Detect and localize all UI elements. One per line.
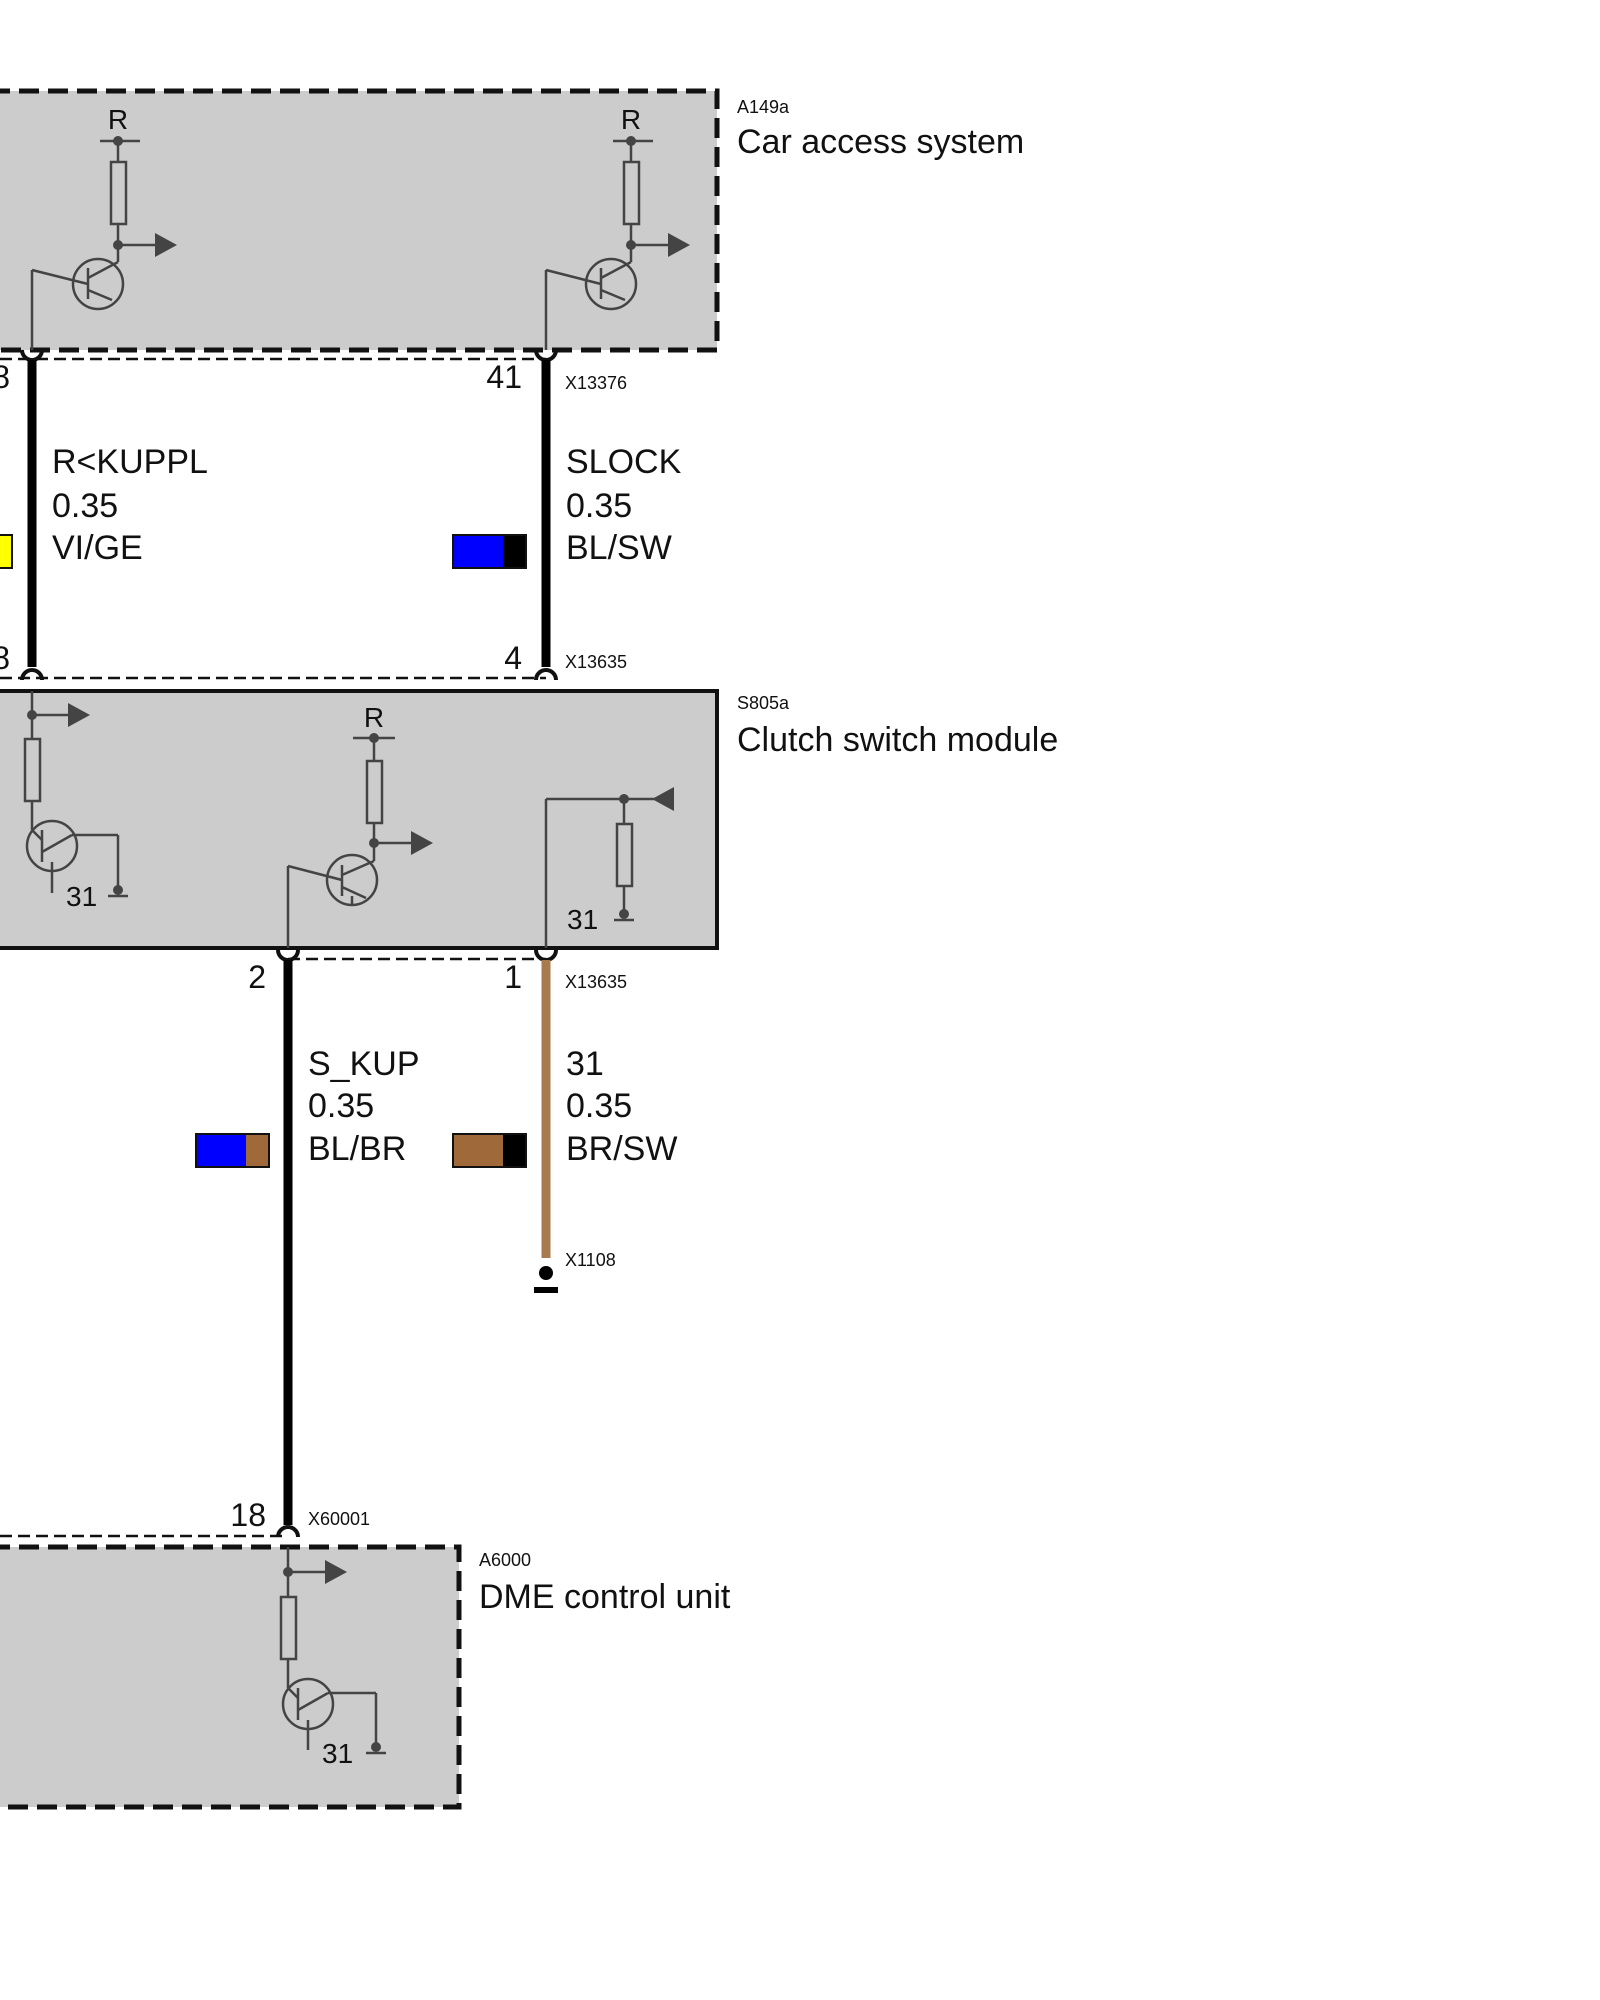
wire-s-kup-signal: S_KUP (308, 1045, 420, 1083)
clutch-junction-dot (113, 885, 123, 895)
pin-number-clutch-bottom-right: 1 (504, 959, 522, 995)
pin-number-clutch-top-left: 8 (0, 640, 10, 676)
car-access-system-name: Car access system (737, 123, 1024, 161)
dme-input-stage (279, 1547, 386, 1755)
clutch-switch-module-box (0, 689, 719, 950)
dme-junction-dot (283, 1567, 293, 1577)
clutch-junction-dot (27, 710, 37, 720)
cas-junction-dot (113, 240, 123, 250)
wire-slock-signal: SLOCK (566, 443, 682, 481)
dme-control-unit-box (0, 1544, 462, 1810)
resistor-supply-label: R (364, 702, 384, 733)
pin-cup (276, 1525, 300, 1538)
pin-number-clutch-bottom-left: 2 (248, 959, 266, 995)
connector-x13635-bottom-label: X13635 (565, 972, 627, 992)
clutch-junction-dot (619, 794, 629, 804)
ground-terminal-label: 31 (567, 904, 598, 935)
clutch-output-stage (286, 736, 433, 948)
car-access-system-id: A149a (737, 97, 790, 117)
wire-r-kuppl-color-code: VI/GE (52, 529, 143, 567)
connector-x13635-top-label: X13635 (565, 652, 627, 672)
ground-point-label: X1108 (565, 1250, 616, 1270)
clutch-junction-dot (369, 733, 379, 743)
wire-r-kuppl-signal: R<KUPPL (52, 443, 208, 481)
pin-number-cas-left: 8 (0, 359, 10, 395)
ground-terminal-label: 31 (66, 881, 97, 912)
dme-control-unit-id: A6000 (479, 1550, 531, 1570)
resistor-supply-label: R (621, 104, 641, 135)
clutch-junction-dot (369, 838, 379, 848)
ground-terminal-label: 31 (322, 1738, 353, 1769)
connector-x60001-label: X60001 (308, 1509, 370, 1529)
clutch-switch-module-id: S805a (737, 693, 790, 713)
pin-number-dme: 18 (230, 1497, 266, 1533)
dme-junction-dot (371, 1742, 381, 1752)
ground-point-icon (539, 1266, 553, 1280)
cas-output-stage-2 (544, 139, 690, 350)
wire-s-kup-gauge: 0.35 (308, 1087, 374, 1125)
wire-color-swatch (452, 534, 527, 569)
cas-junction-dot (113, 136, 123, 146)
pin-cup (534, 668, 558, 681)
wire-color-swatch (0, 534, 13, 569)
wire-slock-gauge: 0.35 (566, 487, 632, 525)
wire-color-swatch (195, 1133, 270, 1168)
resistor-supply-label: R (108, 104, 128, 135)
clutch-input-stage (23, 691, 128, 898)
dme-control-unit-name: DME control unit (479, 1578, 731, 1616)
wire-r-kuppl-gauge: 0.35 (52, 487, 118, 525)
wire-slock-color-code: BL/SW (566, 529, 672, 567)
ground-bar-icon (534, 1287, 558, 1293)
wire-31-color-code: BR/SW (566, 1130, 677, 1168)
clutch-ground-stage (544, 787, 674, 948)
pin-number-cas-right: 41 (486, 359, 522, 395)
clutch-switch-module-name: Clutch switch module (737, 721, 1058, 759)
connector-x13376-label: X13376 (565, 373, 627, 393)
cas-junction-dot (626, 240, 636, 250)
wire-31-gauge: 0.35 (566, 1087, 632, 1125)
wire-color-swatch (452, 1133, 527, 1168)
pin-cup (534, 949, 558, 962)
pin-cup (276, 949, 300, 962)
pin-cup (20, 668, 44, 681)
clutch-junction-dot (619, 909, 629, 919)
wire-s-kup-color-code: BL/BR (308, 1130, 406, 1168)
wire-31-signal: 31 (566, 1045, 604, 1083)
cas-junction-dot (626, 136, 636, 146)
pin-number-clutch-top-right: 4 (504, 640, 522, 676)
